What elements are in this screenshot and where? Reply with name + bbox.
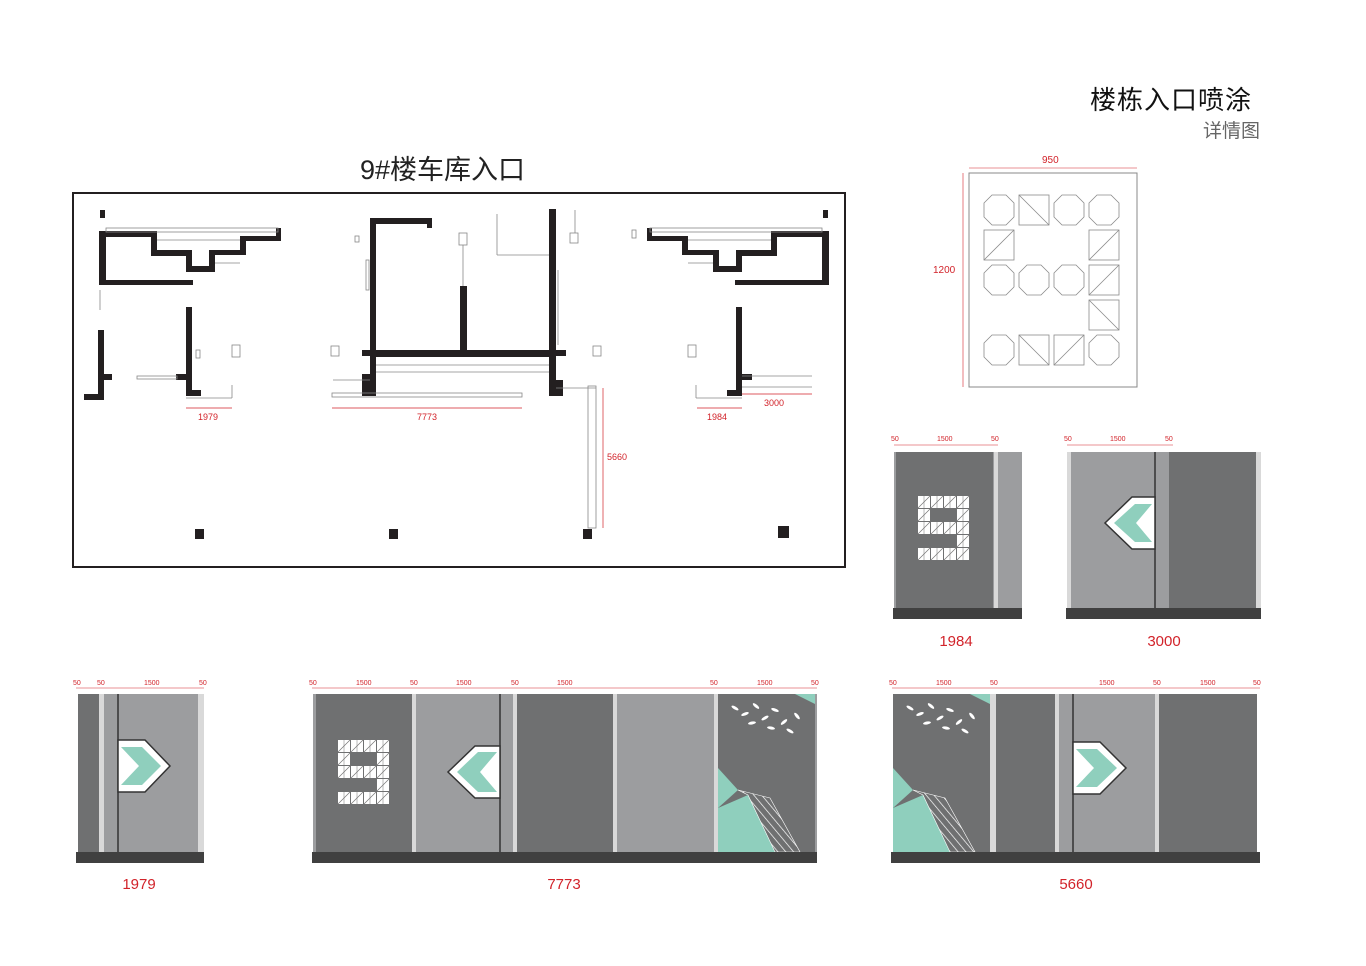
plan-dim-1979: 1979	[198, 412, 219, 422]
e3000-label: 3000	[1147, 633, 1181, 650]
e7773-dim-6: 1500	[557, 680, 573, 687]
plan-dim-lines	[186, 388, 812, 528]
e5660-dim-6: 1500	[1200, 680, 1216, 687]
plan-walls-left	[84, 210, 281, 400]
e5660-dim-7: 50	[1253, 680, 1261, 687]
e5660-label: 5660	[1059, 876, 1093, 893]
floor-plan	[72, 192, 846, 568]
e7773-dim-1: 50	[309, 680, 317, 687]
e1984-dim-2: 1500	[937, 436, 953, 443]
elevation-1984	[893, 444, 1022, 619]
e3000-dim-2: 1500	[1110, 436, 1126, 443]
e7773-dim-7: 50	[710, 680, 718, 687]
e7773-label: 7773	[547, 876, 581, 893]
e7773-dim-9: 50	[811, 680, 819, 687]
e5660-dim-2: 1500	[936, 680, 952, 687]
leaf-pattern	[731, 703, 800, 734]
e7773-dim-8: 1500	[757, 680, 773, 687]
e1979-dim-3: 1500	[144, 680, 160, 687]
e7773-dim-5: 50	[511, 680, 519, 687]
e5660-dim-1: 50	[889, 680, 897, 687]
plan-dim-7773: 7773	[417, 412, 438, 422]
e5660-dim-5: 50	[1153, 680, 1161, 687]
e7773-dim-2: 1500	[356, 680, 372, 687]
e7773-dim-4: 1500	[456, 680, 472, 687]
plan-walls-right	[647, 210, 829, 396]
e1979-dim-4: 50	[199, 680, 207, 687]
sheet-subtitle: 详情图	[1203, 121, 1261, 142]
tile-height-dim: 1200	[933, 265, 956, 276]
sheet-title: 楼栋入口喷涂	[1090, 85, 1253, 115]
elevation-1979	[76, 687, 204, 863]
e7773-dim-3: 50	[410, 680, 418, 687]
elevation-3000	[1066, 444, 1261, 619]
e5660-dim-3: 50	[990, 680, 998, 687]
plan-thin-lines-middle	[330, 210, 602, 529]
e3000-dim-1: 50	[1064, 436, 1072, 443]
e1984-dim-3: 50	[991, 436, 999, 443]
e1979-dim-2: 50	[97, 680, 105, 687]
e5660-dim-4: 1500	[1099, 680, 1115, 687]
e1979-label: 1979	[122, 876, 156, 893]
tile-detail	[962, 167, 1138, 388]
leaf-pattern-2	[906, 703, 975, 734]
e3000-dim-3: 50	[1165, 436, 1173, 443]
tile-width-dim: 950	[1042, 155, 1059, 166]
plan-thin-lines-left	[99, 227, 279, 399]
e1984-label: 1984	[939, 633, 973, 650]
elevation-5660	[891, 687, 1260, 863]
plan-columns	[195, 526, 789, 539]
e1979-dim-1: 50	[73, 680, 81, 687]
plan-dim-1984: 1984	[707, 412, 728, 422]
plan-dim-3000: 3000	[764, 398, 785, 408]
elevation-7773	[312, 687, 817, 863]
plan-dim-5660: 5660	[607, 452, 628, 462]
plan-thin-lines-right	[631, 227, 823, 399]
e1984-dim-1: 50	[891, 436, 899, 443]
plan-title: 9#楼车库入口	[360, 155, 526, 185]
